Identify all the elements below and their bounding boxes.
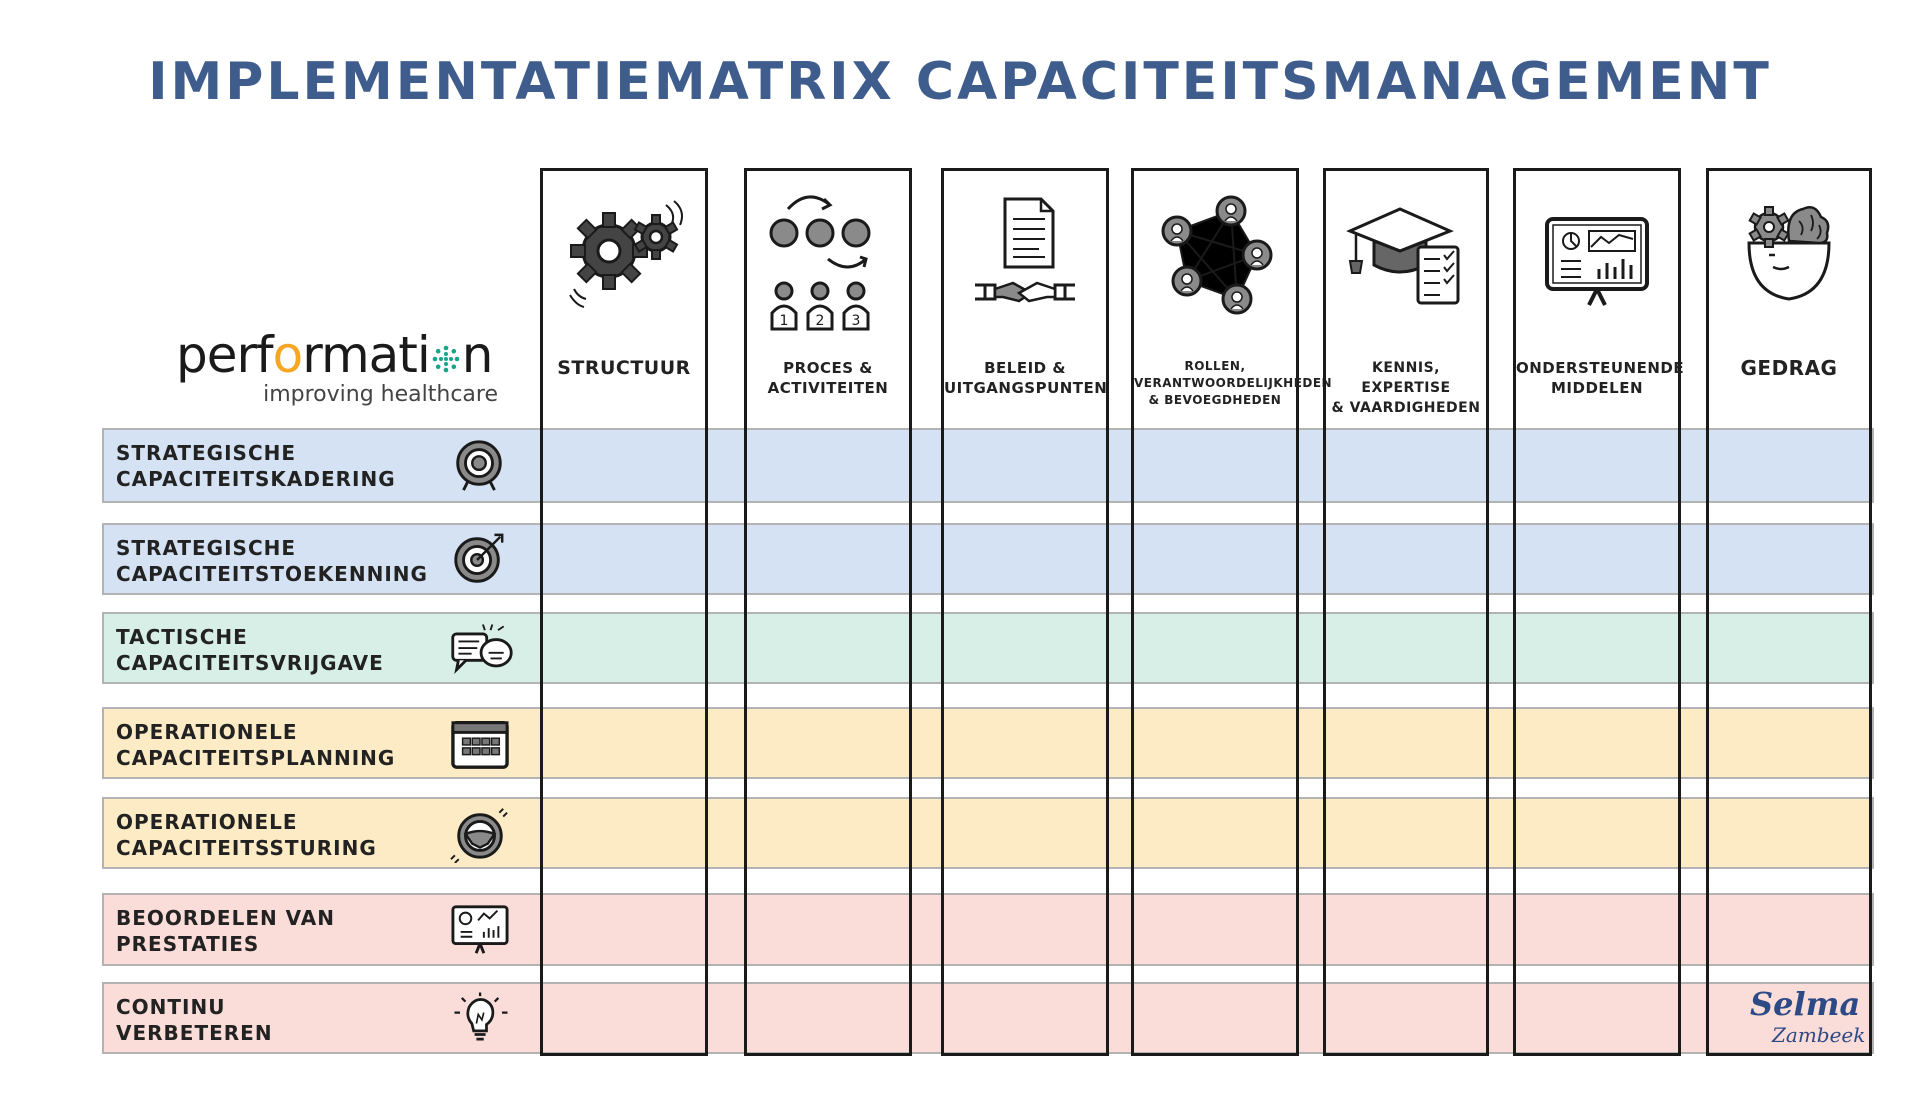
presentation-board-icon	[449, 901, 509, 959]
lightbulb-icon	[449, 990, 509, 1048]
matrix-row: BEOORDELEN VAN PRESTATIES	[102, 893, 1874, 966]
svg-text:1: 1	[780, 313, 789, 329]
row-label: OPERATIONELE CAPACITEITSPLANNING	[116, 720, 396, 770]
artist-signature: Selma Zambeek	[1740, 985, 1865, 1055]
policy-document-icon	[944, 189, 1106, 329]
process-steps-icon: 1 2 3	[747, 189, 909, 331]
svg-text:2: 2	[816, 313, 825, 329]
signature-surname: Zambeek	[1772, 1023, 1866, 1047]
chat-bubbles-icon	[449, 620, 513, 678]
svg-text:3: 3	[852, 313, 861, 329]
matrix-row: STRATEGISCHE CAPACITEITSTOEKENNING	[102, 523, 1874, 595]
logo-part-a: perf	[176, 326, 274, 384]
logo-wordmark: performati n	[176, 326, 493, 384]
row-label: STRATEGISCHE CAPACITEITSKADERING	[116, 441, 396, 491]
brain-head-icon	[1709, 189, 1869, 329]
column-header-label: ROLLEN, VERANTWOORDELIJKHEDEN & BEVOEGDH…	[1134, 359, 1333, 407]
dashboard-screen-icon	[1516, 189, 1678, 329]
matrix-row: CONTINU VERBETEREN	[102, 982, 1874, 1054]
row-label: CONTINU VERBETEREN	[116, 995, 273, 1045]
logo-dot-icon	[432, 345, 460, 373]
matrix-column: ROLLEN, VERANTWOORDELIJKHEDEN & BEVOEGDH…	[1131, 168, 1333, 1056]
column-header-label: GEDRAG	[1740, 356, 1838, 380]
target-icon	[449, 436, 509, 494]
gears-icon	[543, 189, 705, 329]
target-arrow-icon	[449, 531, 509, 589]
matrix-column: STRUCTUUR	[540, 168, 708, 1056]
row-label: BEOORDELEN VAN PRESTATIES	[116, 906, 336, 956]
matrix-column: ONDERSTEUNENDE MIDDELEN	[1513, 168, 1685, 1056]
matrix-column: BELEID & UITGANGSPUNTEN	[941, 168, 1109, 1056]
matrix-row: STRATEGISCHE CAPACITEITSKADERING	[102, 428, 1874, 503]
column-header-label: PROCES & ACTIVITEITEN	[767, 359, 889, 397]
performation-logo: performati n improving healthcare	[176, 326, 506, 407]
network-roles-icon	[1134, 189, 1296, 329]
row-label: STRATEGISCHE CAPACITEITSTOEKENNING	[116, 536, 428, 586]
column-header-label: STRUCTUUR	[557, 357, 691, 379]
column-header-label: KENNIS, EXPERTISE & VAARDIGHEDEN	[1331, 360, 1481, 416]
calendar-icon	[449, 715, 509, 773]
column-header-label: ONDERSTEUNENDE MIDDELEN	[1516, 359, 1685, 397]
logo-part-b: rmati	[302, 326, 431, 384]
matrix-row: TACTISCHE CAPACITEITSVRIJGAVE	[102, 612, 1874, 684]
logo-part-o: o	[272, 326, 304, 384]
matrix-row: OPERATIONELE CAPACITEITSPLANNING	[102, 707, 1874, 779]
column-header-label: BELEID & UITGANGSPUNTEN	[944, 359, 1108, 397]
row-label: TACTISCHE CAPACITEITSVRIJGAVE	[116, 625, 384, 675]
graduation-cap-icon	[1326, 189, 1486, 329]
signature-name: Selma	[1750, 985, 1861, 1023]
row-label: OPERATIONELE CAPACITEITSSTURING	[116, 810, 377, 860]
logo-tagline: improving healthcare	[263, 382, 498, 407]
steering-wheel-icon	[449, 805, 509, 864]
matrix-column: GEDRAG	[1706, 168, 1872, 1056]
matrix-row: OPERATIONELE CAPACITEITSSTURING	[102, 797, 1874, 869]
logo-part-n: n	[461, 326, 494, 384]
page-title: IMPLEMENTATIEMATRIX CAPACITEITSMANAGEMEN…	[148, 52, 1772, 112]
matrix-column: KENNIS, EXPERTISE & VAARDIGHEDEN	[1323, 168, 1489, 1056]
